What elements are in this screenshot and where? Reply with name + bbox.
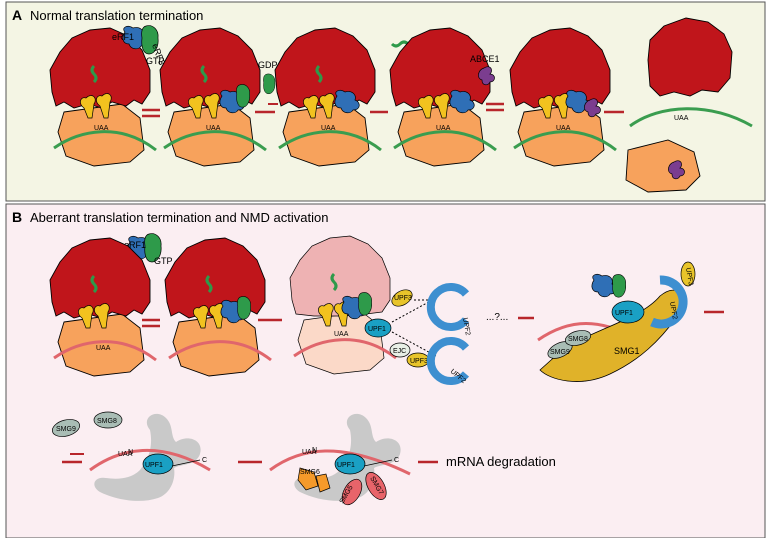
equilibrium-arrow-a4 (486, 102, 504, 112)
smg7 (365, 472, 387, 500)
gtp-label: GTP (146, 56, 165, 66)
ribosome-b2 (164, 237, 272, 377)
panel-b-letter: B (12, 209, 22, 225)
n-term-label: N (128, 449, 133, 456)
large-subunit-free (647, 17, 733, 97)
upf1-bound (364, 318, 392, 338)
small-subunit-free (625, 139, 701, 193)
upf1-row2a (142, 453, 174, 475)
upf3-label-surf: UPF3 (684, 267, 694, 286)
stop-codon-label: UAA (206, 125, 221, 132)
smg1-label: SMG1 (614, 346, 640, 356)
erf1-label-b: eRF1 (124, 240, 146, 250)
ribosome-a3: UAA (274, 27, 382, 167)
ribosome-b3: UAA (289, 235, 397, 375)
erf1-label: eRF1 (112, 32, 134, 42)
mrna-strand (53, 130, 157, 152)
smg6 (297, 467, 319, 491)
abce1-bound (668, 160, 685, 180)
stop-codon-label: UAA (674, 115, 689, 122)
stop-codon-label: UAA (302, 449, 317, 456)
smg8-free-label: SMG8 (97, 418, 117, 425)
c-term-label-b: C (394, 457, 399, 464)
mrna-row2b (269, 449, 411, 476)
stop-codon-label: UAA (94, 125, 109, 132)
equilibrium-arrow-b1 (142, 318, 160, 328)
upf1-row2b (334, 453, 366, 475)
ribosome-a4: UAA (389, 27, 497, 167)
c-term-label: C (202, 457, 207, 464)
stop-codon-label: UAA (321, 125, 336, 132)
upf1-label-row2a: UPF1 (145, 462, 163, 469)
upf1-surf (611, 300, 645, 324)
abce1-label: ABCE1 (470, 54, 500, 64)
gtp-label-b: GTP (154, 256, 173, 266)
panel-a-title: Normal translation termination (30, 8, 203, 23)
stop-codon-label: UAA (334, 331, 349, 338)
ribosome-b1: UAA (49, 237, 157, 377)
stop-codon-label: UAA (556, 125, 571, 132)
smg9-label: SMG9 (550, 349, 570, 356)
equilibrium-arrow-a1 (142, 108, 160, 118)
mrna-free (629, 107, 753, 128)
ribosome-a2: UAA (159, 27, 267, 167)
upf1-label-surf: UPF1 (615, 310, 633, 317)
panel-a: A Normal translation termination UAA eRF… (5, 1, 766, 202)
upf1-label: UPF1 (368, 326, 386, 333)
panel-b: B Aberrant translation termination and N… (5, 203, 766, 538)
ejc-label: EJC (393, 348, 406, 355)
mrna-degradation-label: mRNA degradation (446, 454, 556, 469)
upf1-tail (171, 459, 201, 467)
upf2-bottom (426, 337, 470, 385)
ribosome-a5: UAA (509, 27, 617, 167)
upf3-surf (680, 261, 696, 287)
smg9-free-label: SMG9 (56, 426, 76, 433)
smg9-free (51, 419, 81, 437)
smg5 (341, 478, 363, 506)
upf1-label-row2b: UPF1 (337, 462, 355, 469)
unknown-step-label: ...?... (486, 312, 508, 323)
upf3-label-top: UPF3 (394, 295, 412, 302)
released-erf3 (263, 73, 276, 95)
smg8-label: SMG8 (568, 336, 588, 343)
panel-a-letter: A (12, 7, 22, 23)
arrow-a2 (255, 103, 278, 114)
smg6-label: SMG6 (300, 469, 320, 476)
surf-complex: SMG1 SMG9 SMG8 UPF1 UPF2 UPF3 (537, 261, 696, 382)
upf3-label-bottom: UPF3 (410, 358, 428, 365)
stop-codon-label: UAA (436, 125, 451, 132)
abce1-free (478, 66, 495, 86)
smg8-free (93, 411, 123, 429)
ejc-complex (389, 342, 411, 358)
stop-codon-label: UAA (118, 451, 133, 458)
arrow-b5 (62, 453, 84, 464)
gdp-pi-label: GDP+Pi (258, 60, 291, 70)
panel-b-title: Aberrant translation termination and NMD… (30, 210, 328, 225)
n-term-label-b: N (312, 447, 317, 454)
upf3-top (391, 289, 413, 307)
released-peptide (390, 40, 410, 48)
upf2-top (426, 283, 470, 331)
upf2-label-top: UPF2 (461, 317, 471, 336)
upf2-label-surf: UPF2 (668, 301, 678, 320)
stop-codon-label: UAA (96, 345, 111, 352)
ribosome-a1: UAA (49, 27, 157, 167)
nascent-peptide (90, 64, 98, 84)
smg8 (564, 330, 592, 346)
upf2-surf (650, 275, 688, 329)
